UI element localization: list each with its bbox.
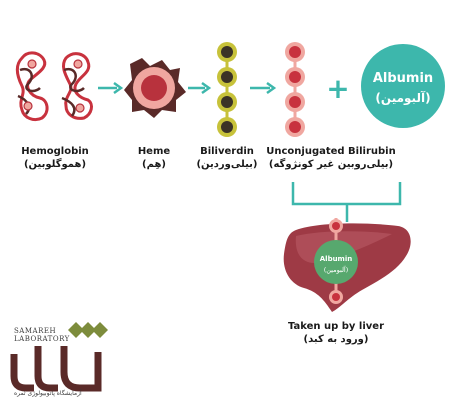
bilirubin-icon (285, 42, 305, 137)
biliverdin-label-fa: (بیلی‌وردین) (196, 159, 258, 170)
hemoglobin-icon (15, 51, 93, 122)
heme-label-fa: (هِم) (142, 159, 166, 170)
bracket-connector (291, 182, 402, 222)
bilirubin-label-fa: (بیلی‌روبین غیر کونژوگه) (268, 159, 394, 170)
plus-sign: + (326, 72, 349, 105)
liver-icon: Albumin (آلبومین) (283, 218, 411, 312)
logo-line2: LABORATORY (14, 335, 70, 343)
albumin-label-fa: (آلبومین) (375, 90, 430, 106)
logo-text-en: SAMAREH LABORATORY (14, 327, 70, 343)
albumin-label-en: Albumin (373, 71, 433, 86)
bilirubin-label: Unconjugated Bilirubin (بیلی‌روبین غیر ک… (256, 145, 406, 171)
biliverdin-label: Biliverdin (بیلی‌وردین) (191, 145, 263, 171)
biliverdin-label-en: Biliverdin (200, 146, 254, 157)
liver-albumin-label-en: Albumin (320, 255, 353, 263)
logo-text-fa: آزمایشگاه پاتوبیولوژی ثمره (14, 390, 82, 397)
liver-label: Taken up by liver (ورود به کبد) (276, 320, 396, 346)
heme-label: Heme (هِم) (126, 145, 182, 171)
bilirubin-label-en: Unconjugated Bilirubin (266, 146, 396, 157)
samareh-logo-icon (10, 322, 108, 392)
heme-label-en: Heme (137, 146, 171, 157)
hemoglobin-label: Hemoglobin (هموگلوبین) (10, 145, 100, 171)
hemoglobin-label-fa: (هموگلوبین) (23, 159, 87, 170)
liver-albumin-label-fa: (آلبومین) (324, 265, 349, 274)
biliverdin-icon (217, 42, 237, 137)
liver-label-fa: (ورود به کبد) (303, 334, 369, 345)
arrow-hemoglobin-to-heme (98, 81, 124, 95)
arrow-biliverdin-to-bilirubin (250, 81, 277, 95)
logo-line1: SAMAREH (14, 327, 57, 335)
liver-label-en: Taken up by liver (287, 321, 385, 332)
arrow-heme-to-biliverdin (188, 81, 212, 95)
albumin-node: Albumin (آلبومین) (361, 44, 445, 128)
hemoglobin-label-en: Hemoglobin (21, 146, 89, 157)
heme-icon (124, 58, 186, 118)
